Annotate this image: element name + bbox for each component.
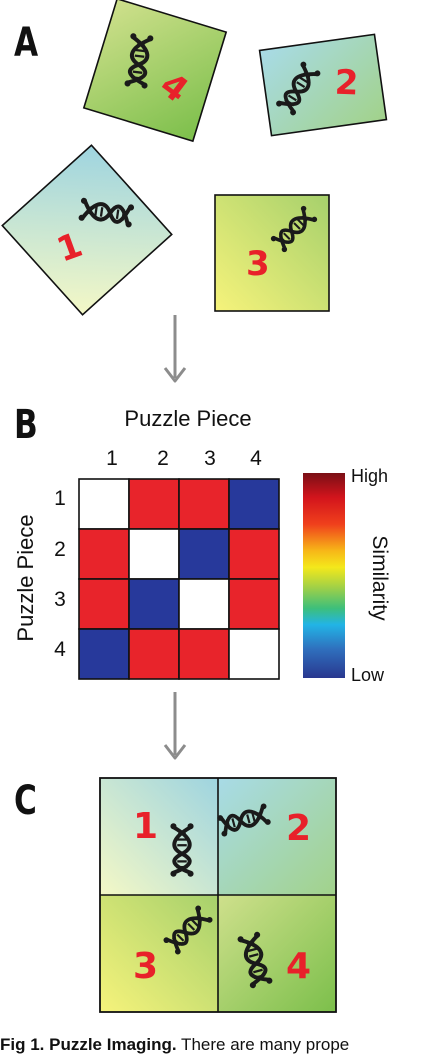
piece-2-rotated: 2 [258,33,388,137]
matrix-cell [128,628,180,680]
piece-3: 3 [214,194,330,312]
caption-text: There are many prope [176,1035,350,1054]
row-label: 2 [54,538,66,561]
matrix-column-labels: 1 2 3 4 [106,447,262,470]
colorbar-title: Similarity [368,535,391,621]
piece-2-number: 2 [334,63,359,104]
caption-bold: Fig 1. Puzzle Imaging. [0,1035,177,1054]
panel-label-a: A [14,20,39,66]
assembled-number-4: 4 [286,946,311,987]
assembled-number-2: 2 [286,808,311,849]
matrix-cell [78,528,130,580]
arrow-down-1 [163,315,187,383]
similarity-colorbar [303,473,345,678]
matrix-cell [228,578,280,630]
colorbar-low-label: Low [351,665,385,685]
assembled-number-3: 3 [133,946,158,987]
colorbar-high-label: High [351,466,388,486]
arrow-down-2 [163,692,187,760]
row-label: 1 [54,487,66,510]
row-label: 4 [54,638,66,661]
matrix-cell [228,628,280,680]
piece-3-number: 3 [246,244,270,284]
column-label: 2 [157,447,169,470]
matrix-column-title: Puzzle Piece [124,406,251,431]
matrix-cell [178,528,230,580]
column-label: 4 [250,447,262,470]
matrix-row-labels: 1 2 3 4 [54,487,66,661]
panel-label-b: B [14,402,38,448]
piece-4-rotated: 4 [82,0,228,143]
matrix-cell [178,628,230,680]
assembled-piece-4 [218,895,336,1012]
matrix-cell [128,578,180,630]
matrix-row-title: Puzzle Piece [13,514,38,641]
figure-caption: Fig 1. Puzzle Imaging. There are many pr… [0,1035,440,1055]
matrix-cell [128,528,180,580]
column-label: 3 [204,447,216,470]
matrix-cell [78,578,130,630]
matrix-cell [228,478,280,530]
similarity-matrix [78,478,280,680]
matrix-cell [78,628,130,680]
column-label: 1 [106,447,118,470]
assembled-piece-2 [218,778,336,895]
matrix-cell [178,478,230,530]
assembled-puzzle: 1 2 3 4 [99,777,337,1013]
matrix-cell [128,478,180,530]
matrix-cell [78,478,130,530]
assembled-piece-1 [100,778,218,895]
row-label: 3 [54,588,66,611]
piece-1-rotated: 1 [1,144,173,316]
panel-label-c: C [14,778,37,824]
matrix-cell [228,528,280,580]
assembled-number-1: 1 [133,806,158,847]
matrix-cell [178,578,230,630]
